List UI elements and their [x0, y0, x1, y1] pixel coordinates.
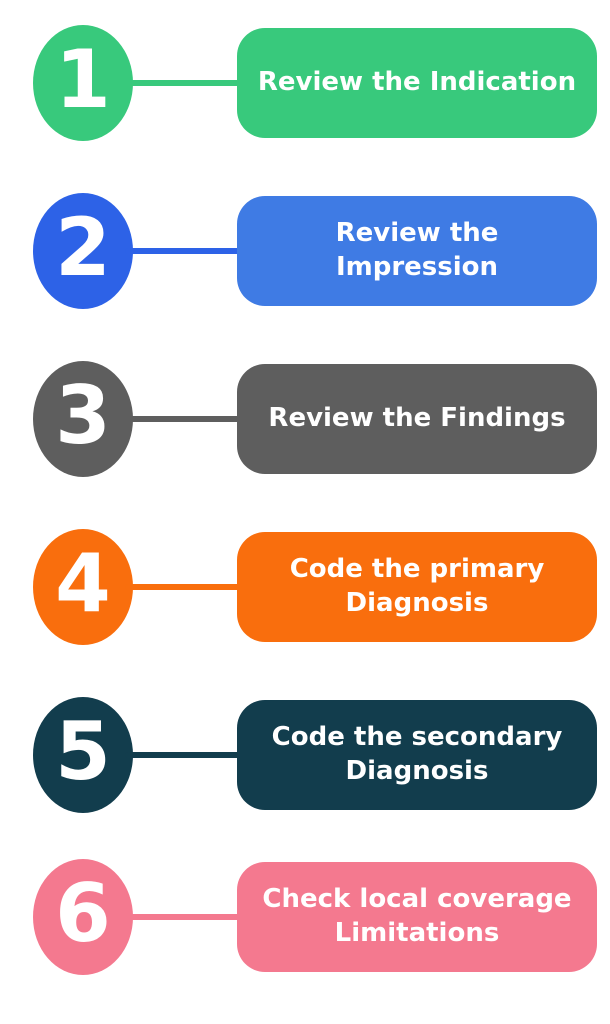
connector-line	[125, 80, 255, 86]
step-row-4: 4 Code the primary Diagnosis	[0, 528, 610, 646]
step-number-badge: 4	[33, 529, 133, 645]
step-row-5: 5 Code the secondary Diagnosis	[0, 696, 610, 814]
step-number: 4	[55, 537, 111, 630]
step-label-box: Review the Findings	[237, 364, 597, 474]
step-number: 6	[55, 867, 111, 960]
step-label-box: Code the primary Diagnosis	[237, 532, 597, 642]
step-row-6: 6 Check local coverage Limitations	[0, 858, 610, 976]
step-row-1: 1 Review the Indication	[0, 24, 610, 142]
step-label: Code the primary Diagnosis	[289, 554, 545, 618]
step-label-box: Code the secondary Diagnosis	[237, 700, 597, 810]
step-row-2: 2 Review the Impression	[0, 192, 610, 310]
step-number: 2	[55, 201, 111, 294]
step-label: Review the Indication	[257, 67, 577, 98]
step-label: Review the Impression	[335, 218, 499, 282]
step-row-3: 3 Review the Findings	[0, 360, 610, 478]
step-label: Check local coverage Limitations	[262, 884, 572, 948]
connector-line	[125, 248, 255, 254]
step-label-box: Check local coverage Limitations	[237, 862, 597, 972]
step-number-badge: 6	[33, 859, 133, 975]
step-label: Code the secondary Diagnosis	[271, 722, 563, 786]
step-label: Review the Findings	[268, 403, 566, 434]
step-label-box: Review the Impression	[237, 196, 597, 306]
step-label-box: Review the Indication	[237, 28, 597, 138]
connector-line	[125, 584, 255, 590]
step-number-badge: 3	[33, 361, 133, 477]
connector-line	[125, 752, 255, 758]
connector-line	[125, 914, 255, 920]
step-number: 1	[55, 33, 111, 126]
step-number: 5	[55, 705, 111, 798]
step-number-badge: 5	[33, 697, 133, 813]
connector-line	[125, 416, 255, 422]
step-number: 3	[55, 369, 111, 462]
step-number-badge: 2	[33, 193, 133, 309]
step-number-badge: 1	[33, 25, 133, 141]
